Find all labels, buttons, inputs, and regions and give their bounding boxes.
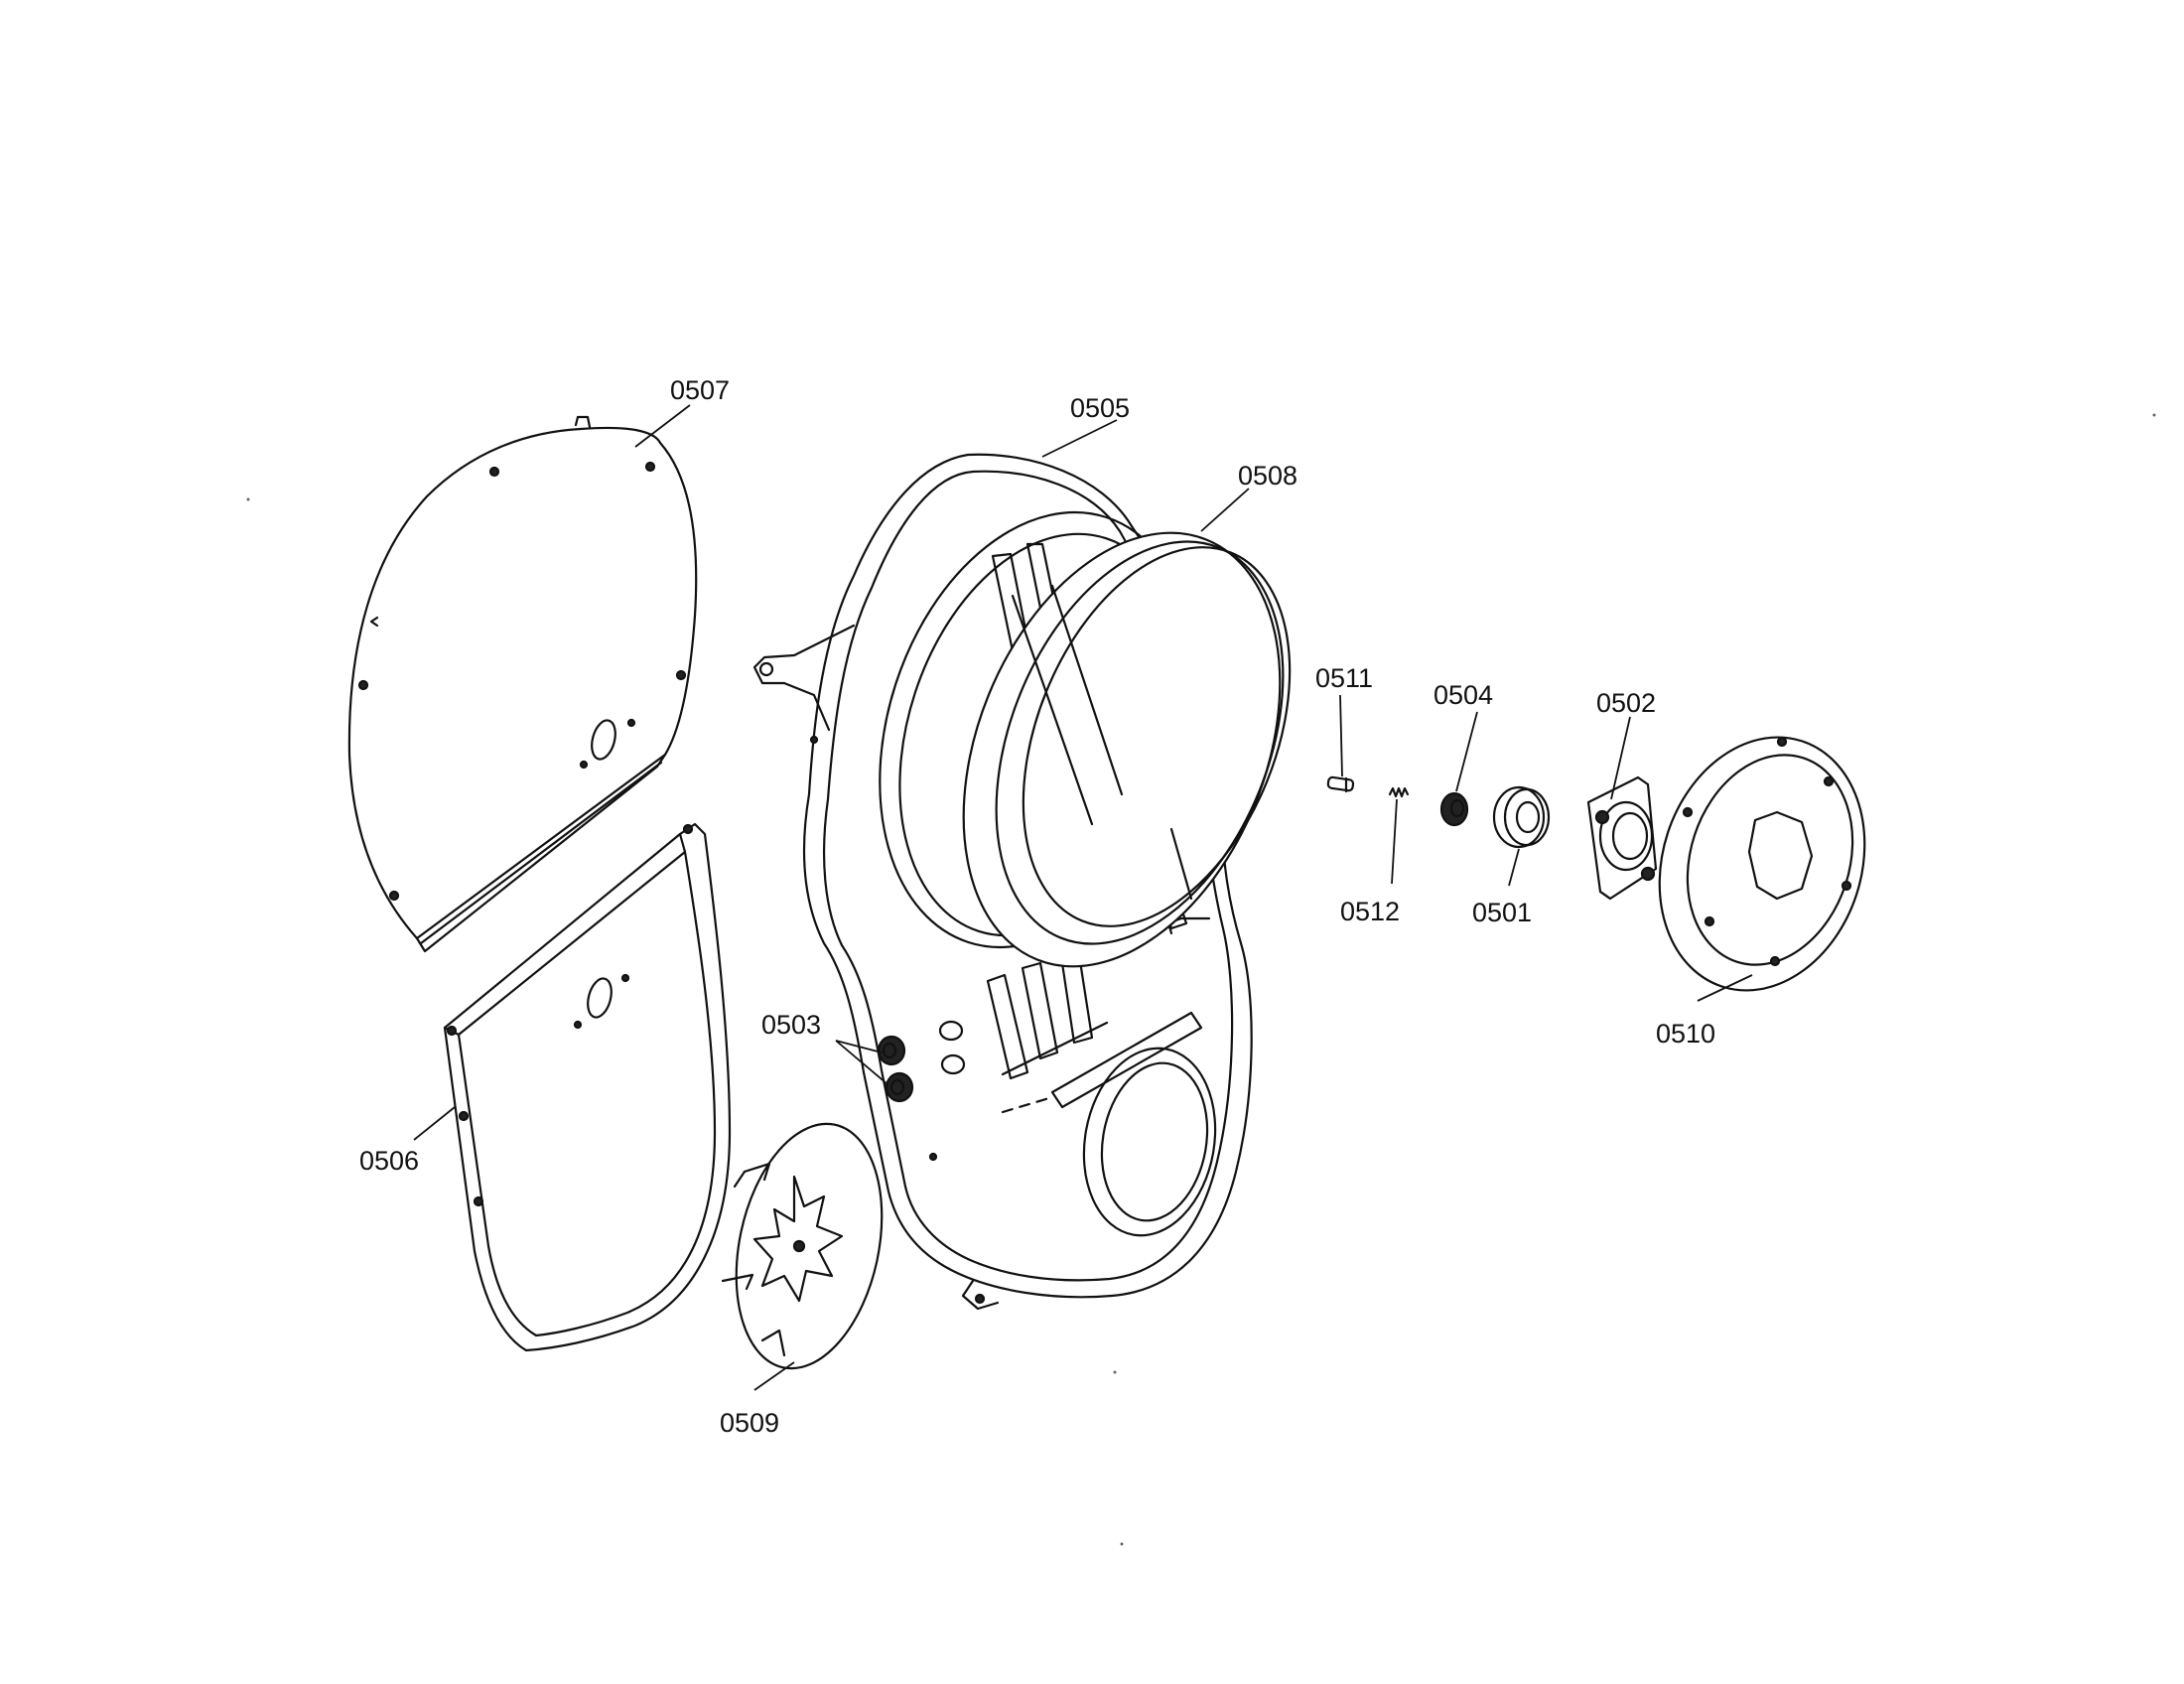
part-0512-spring [1388, 786, 1410, 798]
label-0505: 0505 [1070, 393, 1130, 423]
label-0504: 0504 [1433, 680, 1493, 710]
label-0501: 0501 [1472, 898, 1532, 927]
scan-speck [1113, 1370, 1117, 1374]
part-0511-pin [1326, 775, 1355, 793]
label-0506: 0506 [359, 1146, 419, 1176]
part-0506-front-panel [443, 822, 732, 1352]
part-0509-blower-wheel [721, 1122, 884, 1370]
part-0504-ring [1439, 791, 1469, 827]
callout-labels: 0507 0505 0508 0511 0504 0502 0512 0501 … [359, 375, 1715, 1438]
leader-lines [413, 404, 1753, 1391]
label-0511: 0511 [1315, 663, 1373, 693]
part-0508-drum-ring [962, 531, 1292, 968]
part-0502-bearing-housing [1586, 775, 1658, 901]
label-0503: 0503 [761, 1010, 821, 1040]
scan-speck [246, 497, 250, 501]
label-0512: 0512 [1340, 897, 1400, 926]
label-0510: 0510 [1656, 1019, 1715, 1049]
label-0508: 0508 [1238, 461, 1297, 491]
part-0501-bearing [1492, 785, 1551, 849]
label-0502: 0502 [1596, 688, 1656, 718]
part-0510-gasket-plate [1658, 736, 1866, 992]
label-0509: 0509 [720, 1408, 779, 1438]
part-0507-rear-panel [347, 415, 698, 953]
part-0503-bushings [877, 1035, 914, 1103]
scan-speck [1120, 1542, 1124, 1546]
label-0507: 0507 [670, 375, 730, 405]
scan-speck [2152, 413, 2156, 417]
